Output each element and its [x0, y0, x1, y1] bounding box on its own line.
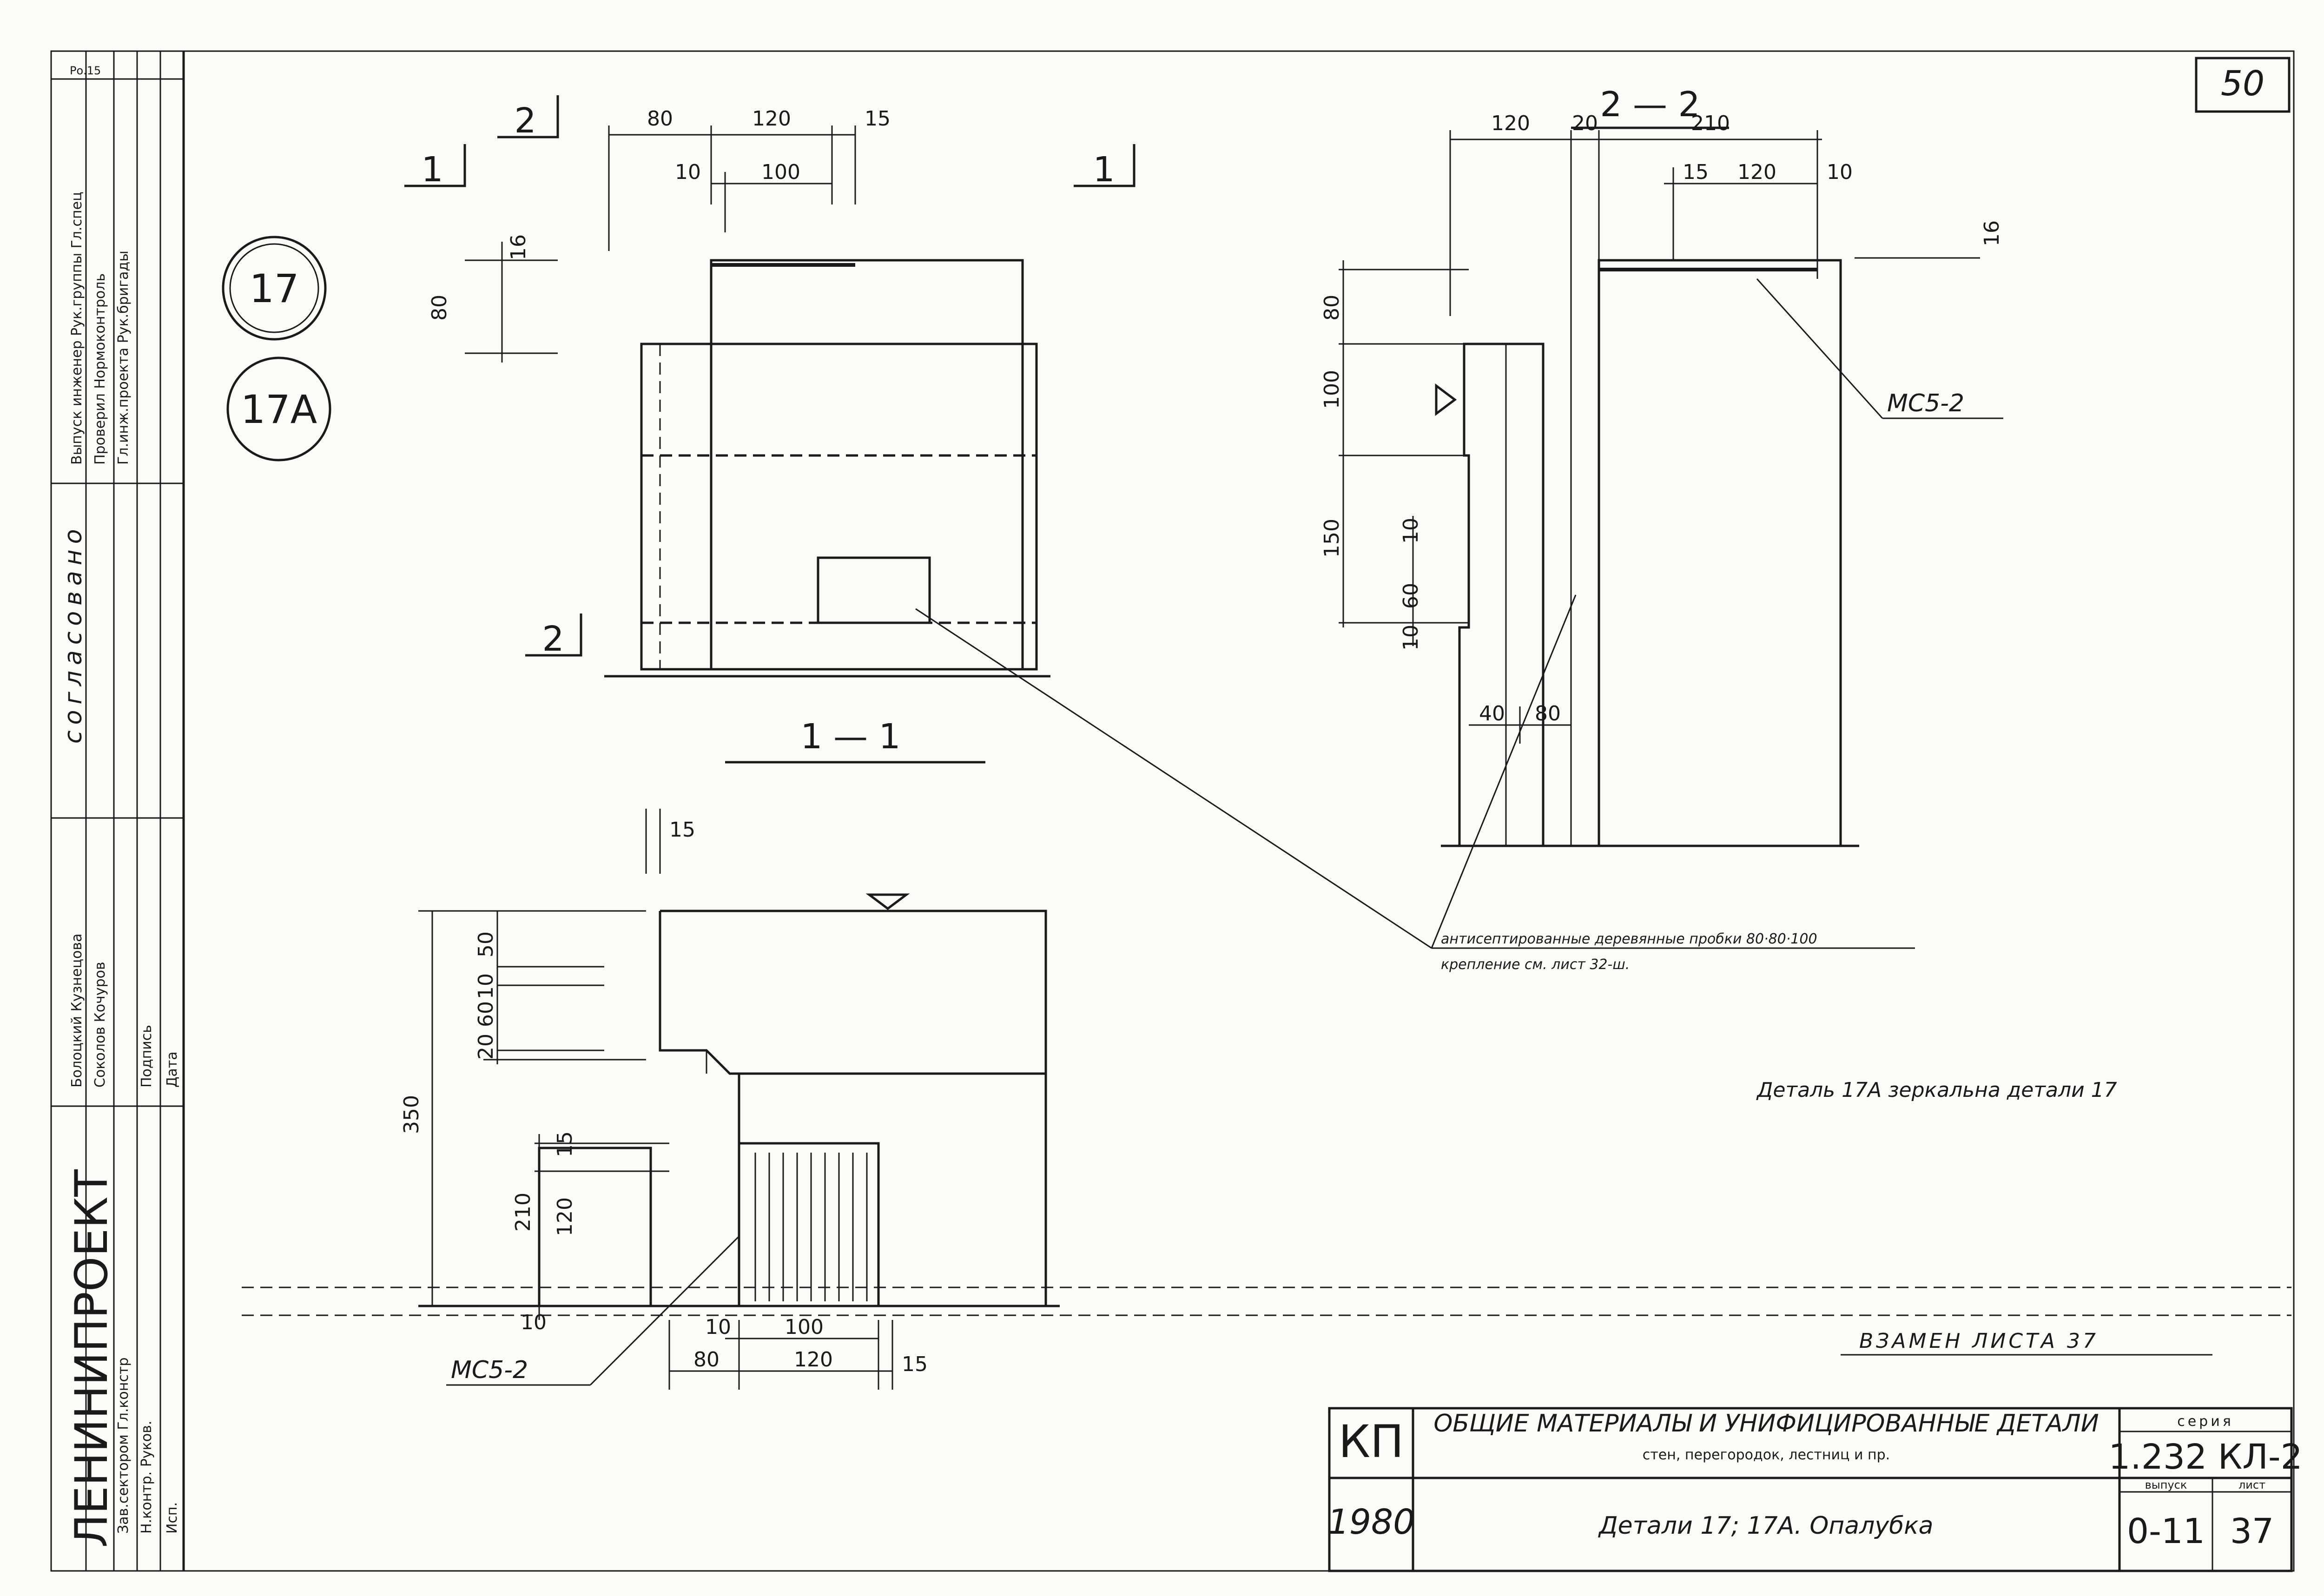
dim-s22-80b: 80 — [1535, 702, 1561, 725]
dim-elev-15: 15 — [865, 107, 891, 131]
left-stamp: Ро.15 ЛЕНИНИПРОЕКТ согласовано Выпуск ин… — [51, 51, 184, 1571]
section-2-2-title: 2 — 2 — [1600, 85, 1700, 125]
dim-s22-16: 16 — [1980, 220, 2004, 246]
dim-s11-15: 15 — [669, 818, 695, 842]
dim-bot-10: 10 — [705, 1315, 731, 1339]
dim-elev-80: 80 — [647, 107, 673, 131]
section-1-1-view: 15 350 50 10 60 20 210 15 120 10 — [400, 809, 1060, 1390]
stamp-block3: Гл.инж.проекта Рук.бригады — [115, 251, 132, 465]
dim-s11-10: 10 — [474, 973, 498, 999]
dim-s22-15: 15 — [1683, 160, 1709, 184]
series-value: 1.232 КЛ-2 — [2108, 1437, 2302, 1477]
dim-s22-150: 150 — [1320, 519, 1344, 558]
dim-elev-120: 120 — [752, 107, 791, 131]
title-line3: Детали 17; 17А. Опалубка — [1598, 1512, 1934, 1540]
dim-s11-60: 60 — [474, 1001, 498, 1027]
dim-s11-120v: 120 — [553, 1197, 577, 1236]
stamp-agreed: согласовано — [59, 523, 87, 744]
dim-s22-60: 60 — [1399, 583, 1423, 609]
detail-bubble-17a: 17А — [226, 356, 331, 462]
replaced-note: ВЗАМЕН ЛИСТА 37 — [242, 1286, 2291, 1356]
svg-text:17: 17 — [250, 266, 299, 311]
title-line2: стен, перегородок, лестниц и пр. — [1643, 1447, 1890, 1463]
dim-bot-100: 100 — [785, 1315, 824, 1339]
dim-bot-15: 15 — [902, 1352, 928, 1376]
stamp-org: ЛЕНИНИПРОЕКТ — [66, 1169, 118, 1548]
section-mark-2-bottom: 2 — [542, 619, 564, 659]
stamp-sig1: Подпись — [139, 1025, 155, 1088]
svg-text:17А: 17А — [241, 387, 317, 432]
sheet-label: лист — [2238, 1478, 2265, 1491]
dim-s22-10b: 10 — [1399, 518, 1423, 544]
title-line1: ОБЩИЕ МАТЕРИАЛЫ И УНИФИЦИРОВАННЫЕ ДЕТАЛИ — [1433, 1410, 2099, 1438]
dim-s11-10b: 10 — [521, 1311, 547, 1334]
title-block: КП 1980 ОБЩИЕ МАТЕРИАЛЫ И УНИФИЦИРОВАННЫ… — [1327, 1407, 2303, 1572]
plug-note: антисептированные деревянные пробки 80·8… — [915, 594, 1915, 973]
section-2-2-view: 2 — 2 120 20 210 15 120 10 16 80 100 150… — [1320, 85, 2004, 847]
dim-s11-15b: 15 — [553, 1131, 577, 1157]
stamp-names1: Болоцкий Кузнецова — [69, 934, 85, 1088]
dim-s22-120b: 120 — [1737, 160, 1776, 184]
dim-s22-120: 120 — [1491, 112, 1530, 135]
sheet-value: 37 — [2230, 1511, 2274, 1551]
dim-s22-10c: 10 — [1399, 625, 1423, 651]
note-line1: антисептированные деревянные пробки 80·8… — [1441, 931, 1817, 947]
stamp-row1: Зав.сектором Гл.констр — [115, 1358, 132, 1534]
dim-s22-80: 80 — [1320, 295, 1344, 321]
detail-bubble-17: 17 — [222, 236, 327, 341]
label-mc5-right: МС5-2 — [1887, 389, 1964, 417]
dim-s11-50: 50 — [474, 931, 498, 957]
dim-elev-100: 100 — [761, 160, 800, 184]
dim-bot-120: 120 — [794, 1348, 833, 1372]
dim-s22-40: 40 — [1479, 702, 1505, 725]
stamp-top-code: Ро.15 — [70, 64, 101, 77]
elevation-view: 1 1 2 2 80 120 15 10 100 16 80 — [404, 95, 1136, 764]
svg-text:ВЗАМЕН ЛИСТА 37: ВЗАМЕН ЛИСТА 37 — [1859, 1329, 2099, 1353]
section-1-1-title: 1 — 1 — [800, 717, 900, 757]
issue-label: выпуск — [2145, 1478, 2187, 1491]
dim-s22-20: 20 — [1572, 112, 1598, 135]
series-label: серия — [2177, 1413, 2234, 1430]
note-line2: крепление см. лист 32-ш. — [1441, 956, 1630, 973]
section-mark-1-left: 1 — [421, 150, 443, 190]
dim-elev-left-80: 80 — [428, 295, 451, 321]
title-code: КП — [1339, 1416, 1404, 1468]
section-mark-1-right: 1 — [1093, 150, 1115, 190]
mc5-plate-hatch — [754, 1153, 868, 1301]
dim-s11-350: 350 — [400, 1095, 423, 1134]
stamp-block2: Проверил Нормоконтроль — [92, 273, 108, 465]
dim-elev-16: 16 — [507, 234, 530, 260]
label-mc5-bottom: МС5-2 — [451, 1356, 528, 1384]
dim-bot-80: 80 — [693, 1348, 720, 1372]
stamp-names2: Соколов Кочуров — [92, 962, 108, 1088]
stamp-block1: Выпуск инженер Рук.группы Гл.спец — [69, 191, 85, 465]
stamp-sig2: Дата — [164, 1051, 180, 1088]
stamp-row3: Исп. — [164, 1502, 180, 1534]
dim-s22-210: 210 — [1691, 112, 1730, 135]
dim-s22-10: 10 — [1827, 160, 1853, 184]
dim-s22-100: 100 — [1320, 370, 1344, 409]
sheet-number-box — [2195, 57, 2291, 113]
dim-s11-20: 20 — [474, 1034, 498, 1060]
stamp-row2: Н.контр. Руков. — [139, 1421, 155, 1534]
dim-elev-10: 10 — [675, 160, 701, 184]
section-mark-2-top: 2 — [514, 101, 536, 141]
issue-value: 0-11 — [2127, 1511, 2205, 1551]
title-year: 1980 — [1327, 1502, 1415, 1542]
sheet-number: 50 — [2221, 64, 2265, 104]
mirror-note: Деталь 17А зеркальна детали 17 — [1756, 1078, 2117, 1102]
dim-s11-210: 210 — [511, 1193, 535, 1232]
